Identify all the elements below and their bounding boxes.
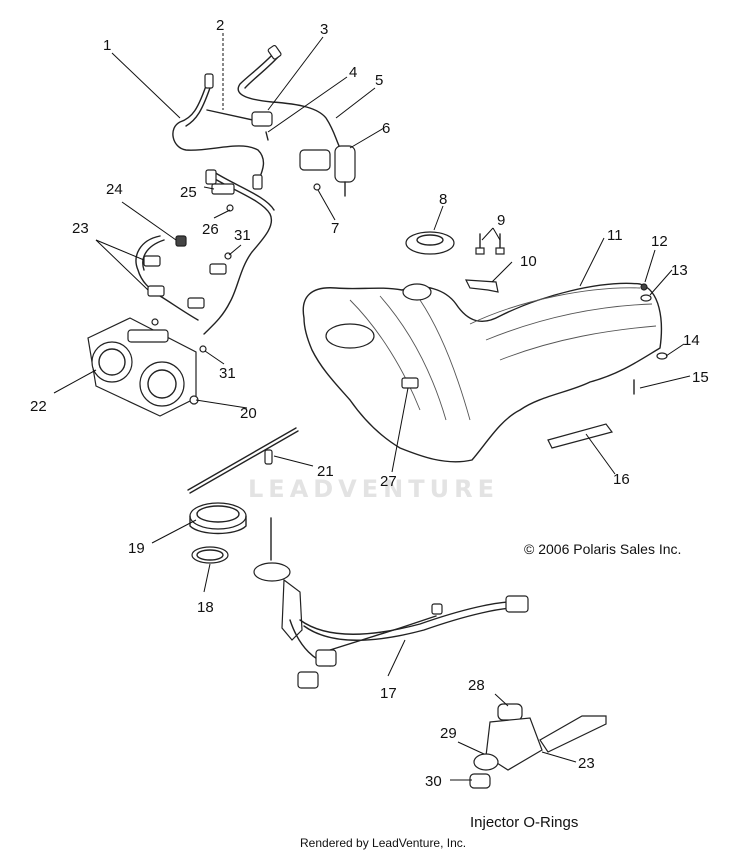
- fuel-filter-6: [299, 145, 356, 197]
- fuel-rail-24: [135, 235, 199, 321]
- callout-20: 20: [240, 405, 257, 422]
- callout-12: 12: [651, 233, 668, 250]
- callout-29: 29: [440, 725, 457, 742]
- callout-13: 13: [671, 262, 688, 279]
- retaining-ring-19: [189, 502, 247, 535]
- callout-18: 18: [197, 599, 214, 616]
- inset-title: Injector O-Rings: [470, 814, 579, 831]
- injector-assembly-23: [143, 255, 227, 309]
- callout-25: 25: [180, 184, 197, 201]
- callouts: 1 2 3 4 5 6 7 8 9 10 11 12 13 14 15 16 1…: [30, 17, 709, 790]
- callout-5: 5: [375, 72, 383, 89]
- bracket-10: [464, 279, 499, 293]
- footer-credit: Rendered by LeadVenture, Inc.: [300, 836, 467, 850]
- leadventure-watermark: LEADVENTURE: [248, 475, 499, 503]
- pad-16: [547, 423, 614, 449]
- callout-30: 30: [425, 773, 442, 790]
- leader-lines: [53, 33, 691, 781]
- fuel-line-1: [172, 73, 265, 190]
- fuel-tank-11: [302, 282, 663, 463]
- fuel-cap-8: [405, 231, 455, 255]
- callout-16: 16: [613, 471, 630, 488]
- callout-31: 31: [234, 227, 251, 244]
- callout-7: 7: [331, 220, 339, 237]
- callout-3: 3: [320, 21, 328, 38]
- callout-1: 1: [103, 37, 111, 54]
- hardware-12-13-14-15: [633, 283, 668, 395]
- callout-27: 27: [380, 473, 397, 490]
- callout-31-lower: 31: [219, 365, 236, 382]
- callout-14: 14: [683, 332, 700, 349]
- copyright-text: © 2006 Polaris Sales Inc.: [524, 541, 682, 557]
- callout-19: 19: [128, 540, 145, 557]
- callout-15: 15: [692, 369, 709, 386]
- injector-inset: [469, 703, 607, 789]
- vent-line: [203, 169, 275, 335]
- gasket-18: [191, 546, 229, 564]
- callout-8: 8: [439, 191, 447, 208]
- callout-4: 4: [349, 64, 357, 81]
- callout-23-inset: 23: [578, 755, 595, 772]
- callout-17: 17: [380, 685, 397, 702]
- callout-28: 28: [468, 677, 485, 694]
- clamp-5: [251, 111, 273, 141]
- callout-2: 2: [216, 17, 224, 34]
- callout-22: 22: [30, 398, 47, 415]
- fuel-pump-17: [253, 517, 529, 689]
- screws-9: [475, 233, 505, 255]
- throttle-body-22-20: [87, 317, 199, 417]
- callout-23: 23: [72, 220, 89, 237]
- bracket-25-26: [211, 183, 235, 212]
- callout-6: 6: [382, 120, 390, 137]
- callout-24: 24: [106, 181, 123, 198]
- callout-11: 11: [607, 227, 623, 244]
- callout-10: 10: [520, 253, 537, 270]
- callout-21: 21: [317, 463, 334, 480]
- fuel-line-3: [237, 44, 341, 149]
- callout-26: 26: [202, 221, 219, 238]
- vent-hose-21: [187, 427, 299, 494]
- callout-9: 9: [497, 212, 505, 229]
